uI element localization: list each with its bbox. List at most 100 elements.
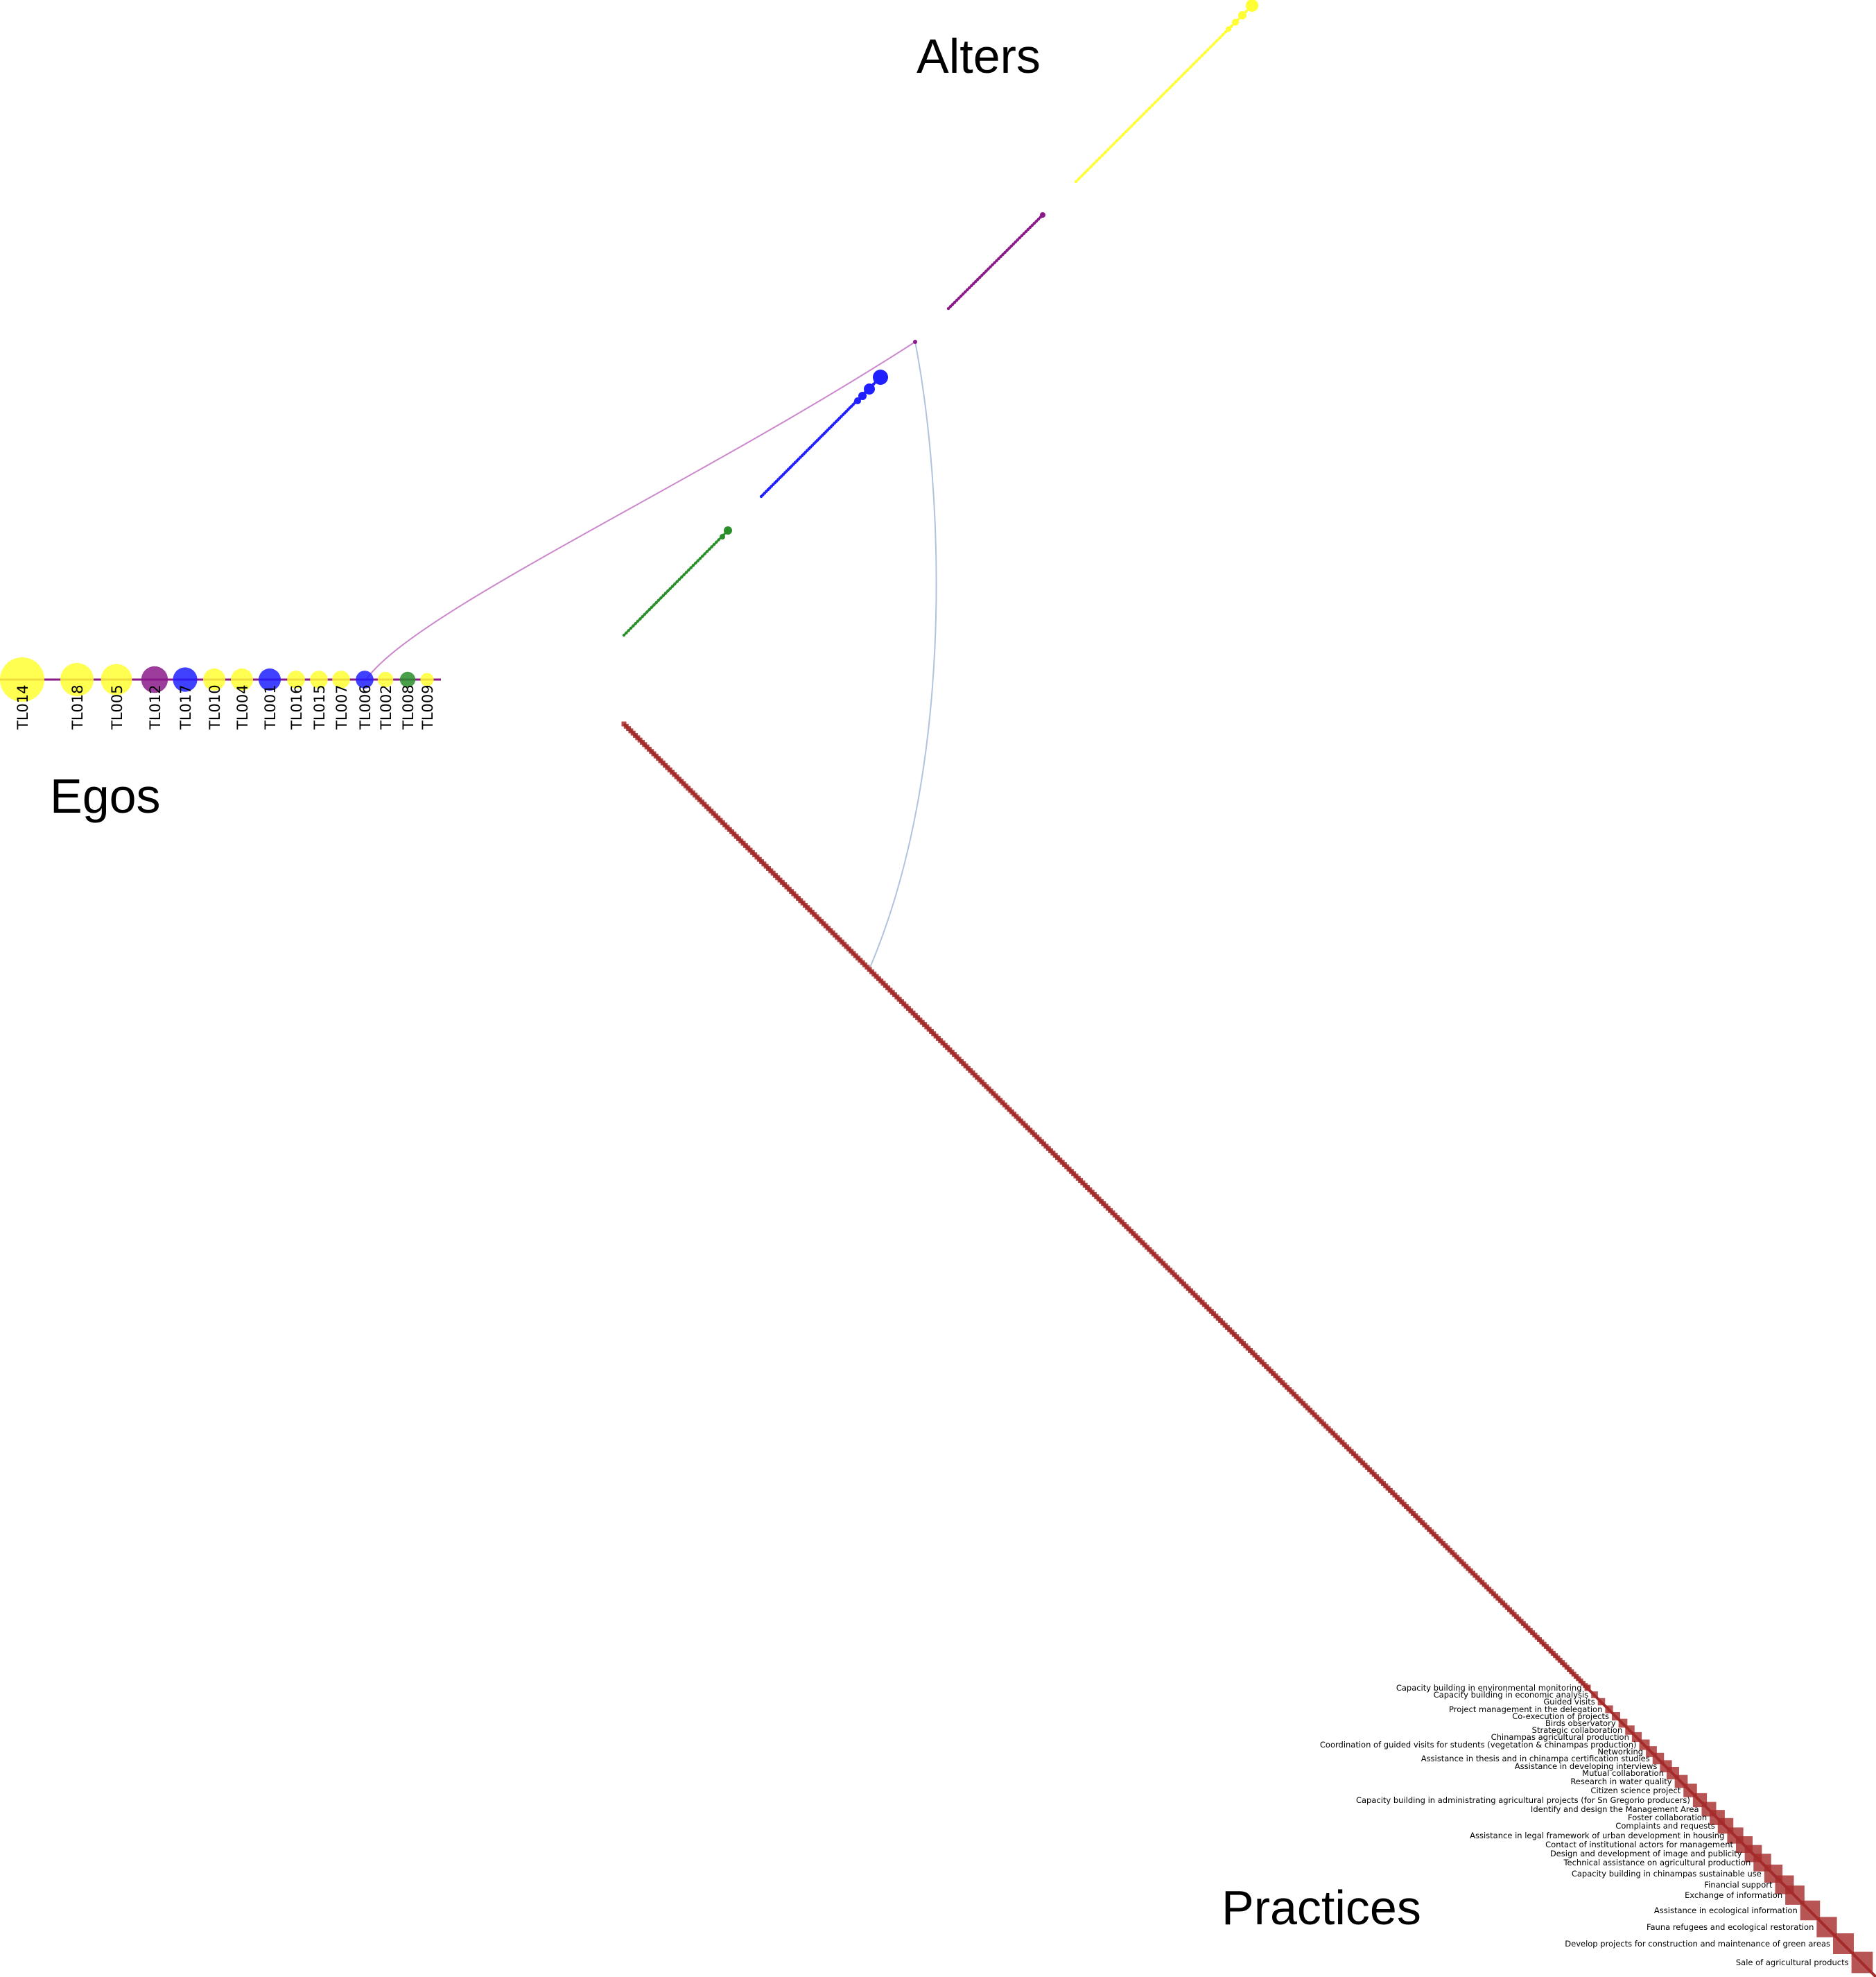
practice-label: Exchange of information xyxy=(1685,1890,1782,1900)
ego-label: TL001 xyxy=(262,684,279,730)
alter-node xyxy=(1118,136,1122,139)
practice-node xyxy=(1597,1698,1606,1706)
alter-node xyxy=(1159,95,1163,98)
ego-node xyxy=(173,667,198,692)
alter-node xyxy=(696,559,700,562)
practice-labels-layer: Capacity building in environmental monit… xyxy=(1320,1683,1849,1967)
alter-node xyxy=(1112,141,1116,146)
alter-node xyxy=(1209,45,1213,49)
practice-node xyxy=(1851,1951,1873,1974)
alter-node xyxy=(989,265,992,269)
alter-node xyxy=(913,340,917,344)
alter-node xyxy=(966,288,969,292)
alter-node xyxy=(1136,118,1140,122)
alter-node xyxy=(636,619,640,623)
alter-node xyxy=(1142,112,1145,116)
alter-node xyxy=(1109,145,1113,148)
alter-node xyxy=(1009,244,1013,248)
alter-node xyxy=(1104,150,1107,154)
alter-node xyxy=(670,585,675,588)
ego-node xyxy=(0,657,44,702)
practice-label: Capacity building in environmental monit… xyxy=(1396,1683,1582,1693)
practice-node xyxy=(1584,1684,1591,1691)
alter-node xyxy=(982,271,986,275)
alter-node xyxy=(1221,33,1224,37)
practice-label: Citizen science project xyxy=(1590,1786,1680,1795)
alter-node xyxy=(950,302,955,307)
alter-node xyxy=(622,633,626,637)
alter-node xyxy=(1127,127,1131,130)
practice-label: Research in water quality xyxy=(1570,1777,1671,1786)
alter-axis-green xyxy=(623,529,729,637)
practice-node xyxy=(1605,1705,1613,1713)
ego-alter-edge xyxy=(365,341,916,680)
ego-node xyxy=(60,663,94,696)
alter-node xyxy=(1083,171,1086,175)
alter-node xyxy=(1016,238,1019,242)
alter-node xyxy=(1165,89,1169,92)
alter-node xyxy=(654,601,658,605)
practice-label: Chinampas agricultural production xyxy=(1491,1732,1629,1742)
alter-node xyxy=(705,550,709,553)
alter-node xyxy=(720,534,725,539)
practice-node xyxy=(1591,1691,1598,1698)
alter-node xyxy=(968,286,971,290)
practice-label: Assistance in ecological information xyxy=(1654,1906,1798,1915)
alter-node xyxy=(1001,252,1005,257)
alter-node xyxy=(1077,177,1081,180)
alter-node xyxy=(972,282,975,286)
alter-node xyxy=(708,547,711,551)
ego-node xyxy=(420,673,434,687)
practice-label: Complaints and requests xyxy=(1615,1821,1714,1831)
practice-axis-layer xyxy=(621,721,1876,1977)
alter-node xyxy=(701,554,704,558)
alter-node xyxy=(652,603,656,607)
alter-node xyxy=(1145,110,1148,113)
alter-node xyxy=(1212,42,1216,46)
alter-node xyxy=(1092,162,1095,166)
alter-node xyxy=(1183,71,1186,75)
alter-node xyxy=(724,526,732,535)
alter-node xyxy=(1130,124,1134,128)
alter-node xyxy=(957,296,961,300)
practice-label: Fauna refugees and ecological restoratio… xyxy=(1647,1922,1814,1932)
alter-node xyxy=(1154,101,1157,104)
ego-label: TL006 xyxy=(357,684,374,730)
alter-node xyxy=(993,261,996,265)
practice-label: Sale of agricultural products xyxy=(1736,1958,1849,1967)
alter-node xyxy=(970,284,973,288)
alter-node xyxy=(1024,230,1028,234)
ego-label: TL016 xyxy=(288,684,305,730)
alter-node xyxy=(648,607,651,612)
alter-node xyxy=(991,263,994,267)
practice-label: Networking xyxy=(1597,1747,1643,1756)
alter-node xyxy=(1115,139,1119,142)
alter-node xyxy=(661,594,665,598)
alter-node xyxy=(1097,156,1102,160)
alter-node xyxy=(1040,212,1045,218)
ego-node xyxy=(399,671,416,688)
practice-label: Mutual collaboration xyxy=(1582,1768,1664,1778)
alter-node xyxy=(673,582,677,586)
ego-label: TL002 xyxy=(378,684,394,730)
alter-node xyxy=(1074,180,1078,184)
alter-node xyxy=(634,622,637,625)
alter-node xyxy=(976,277,980,282)
alter-node xyxy=(715,540,718,544)
alter-node xyxy=(1036,217,1041,221)
alter-node xyxy=(689,566,693,569)
alter-node xyxy=(1034,219,1039,223)
alter-node xyxy=(687,568,691,572)
practice-node xyxy=(1833,1933,1854,1954)
alter-node xyxy=(1022,232,1026,236)
alter-node xyxy=(643,612,647,616)
alter-node xyxy=(698,557,702,560)
alter-node xyxy=(1215,39,1219,42)
alter-node xyxy=(953,300,957,304)
alter-node xyxy=(684,571,688,574)
alter-node xyxy=(1124,130,1128,134)
alter-node xyxy=(680,575,684,579)
alter-node xyxy=(1095,159,1098,163)
alter-node xyxy=(1246,0,1258,12)
alter-node xyxy=(675,580,679,584)
